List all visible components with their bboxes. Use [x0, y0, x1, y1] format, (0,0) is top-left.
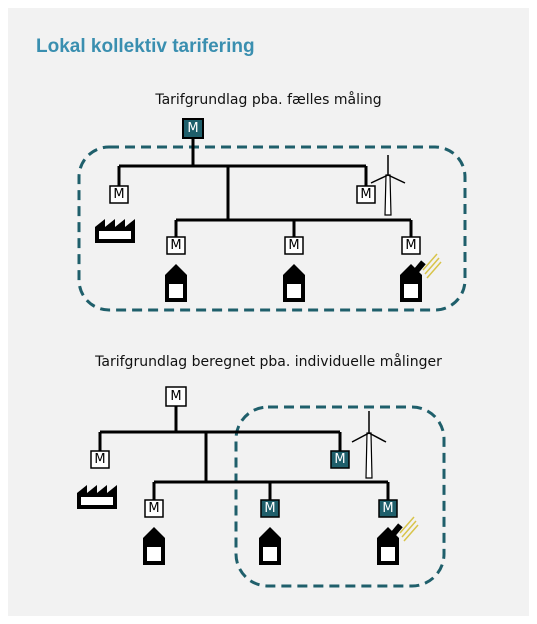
meter-label: M [170, 238, 181, 253]
grid-lines [98, 406, 390, 500]
meter: M [284, 236, 304, 255]
meter-label: M [382, 501, 393, 516]
house-with-solar-icon [400, 253, 442, 302]
meter-label: M [94, 452, 105, 467]
grid-lines [117, 138, 413, 237]
meter: M [356, 185, 376, 204]
bottom-diagram-caption: Tarifgrundlag beregnet pba. individuelle… [95, 354, 442, 370]
meter-label: M [288, 238, 299, 253]
top-diagram-caption: Tarifgrundlag pba. fælles måling [155, 92, 382, 108]
factory-icon [77, 485, 117, 509]
meter: M [401, 236, 421, 255]
house-with-solar-icon [377, 516, 419, 565]
main-meter-label: M [170, 389, 181, 404]
meter-dark: M [260, 499, 280, 518]
page-title: Lokal kollektiv tarifering [36, 36, 255, 57]
collective-boundary [234, 405, 446, 588]
meter-dark: M [330, 450, 350, 469]
collective-boundary [77, 145, 467, 312]
meter-label: M [264, 501, 275, 516]
wind-turbine-icon [370, 155, 406, 216]
main-meter-label: M [187, 121, 198, 136]
house-icon [165, 264, 187, 302]
top-diagram: M M M M M M [77, 118, 467, 312]
main-meter: M [182, 118, 204, 139]
meter-label: M [334, 452, 345, 467]
meter-label: M [113, 187, 124, 202]
meter-label: M [148, 501, 159, 516]
main-meter: M [165, 386, 187, 407]
meter: M [166, 236, 186, 255]
meter: M [144, 499, 164, 518]
meter: M [90, 450, 110, 469]
factory-icon [95, 219, 135, 243]
house-icon [283, 264, 305, 302]
meter: M [109, 185, 129, 204]
house-icon [259, 527, 281, 565]
meter-label: M [405, 238, 416, 253]
wind-turbine-icon [351, 411, 387, 479]
bottom-diagram: M M M M M M [77, 386, 446, 588]
meter-dark: M [378, 499, 398, 518]
meter-label: M [360, 187, 371, 202]
house-icon [143, 527, 165, 565]
